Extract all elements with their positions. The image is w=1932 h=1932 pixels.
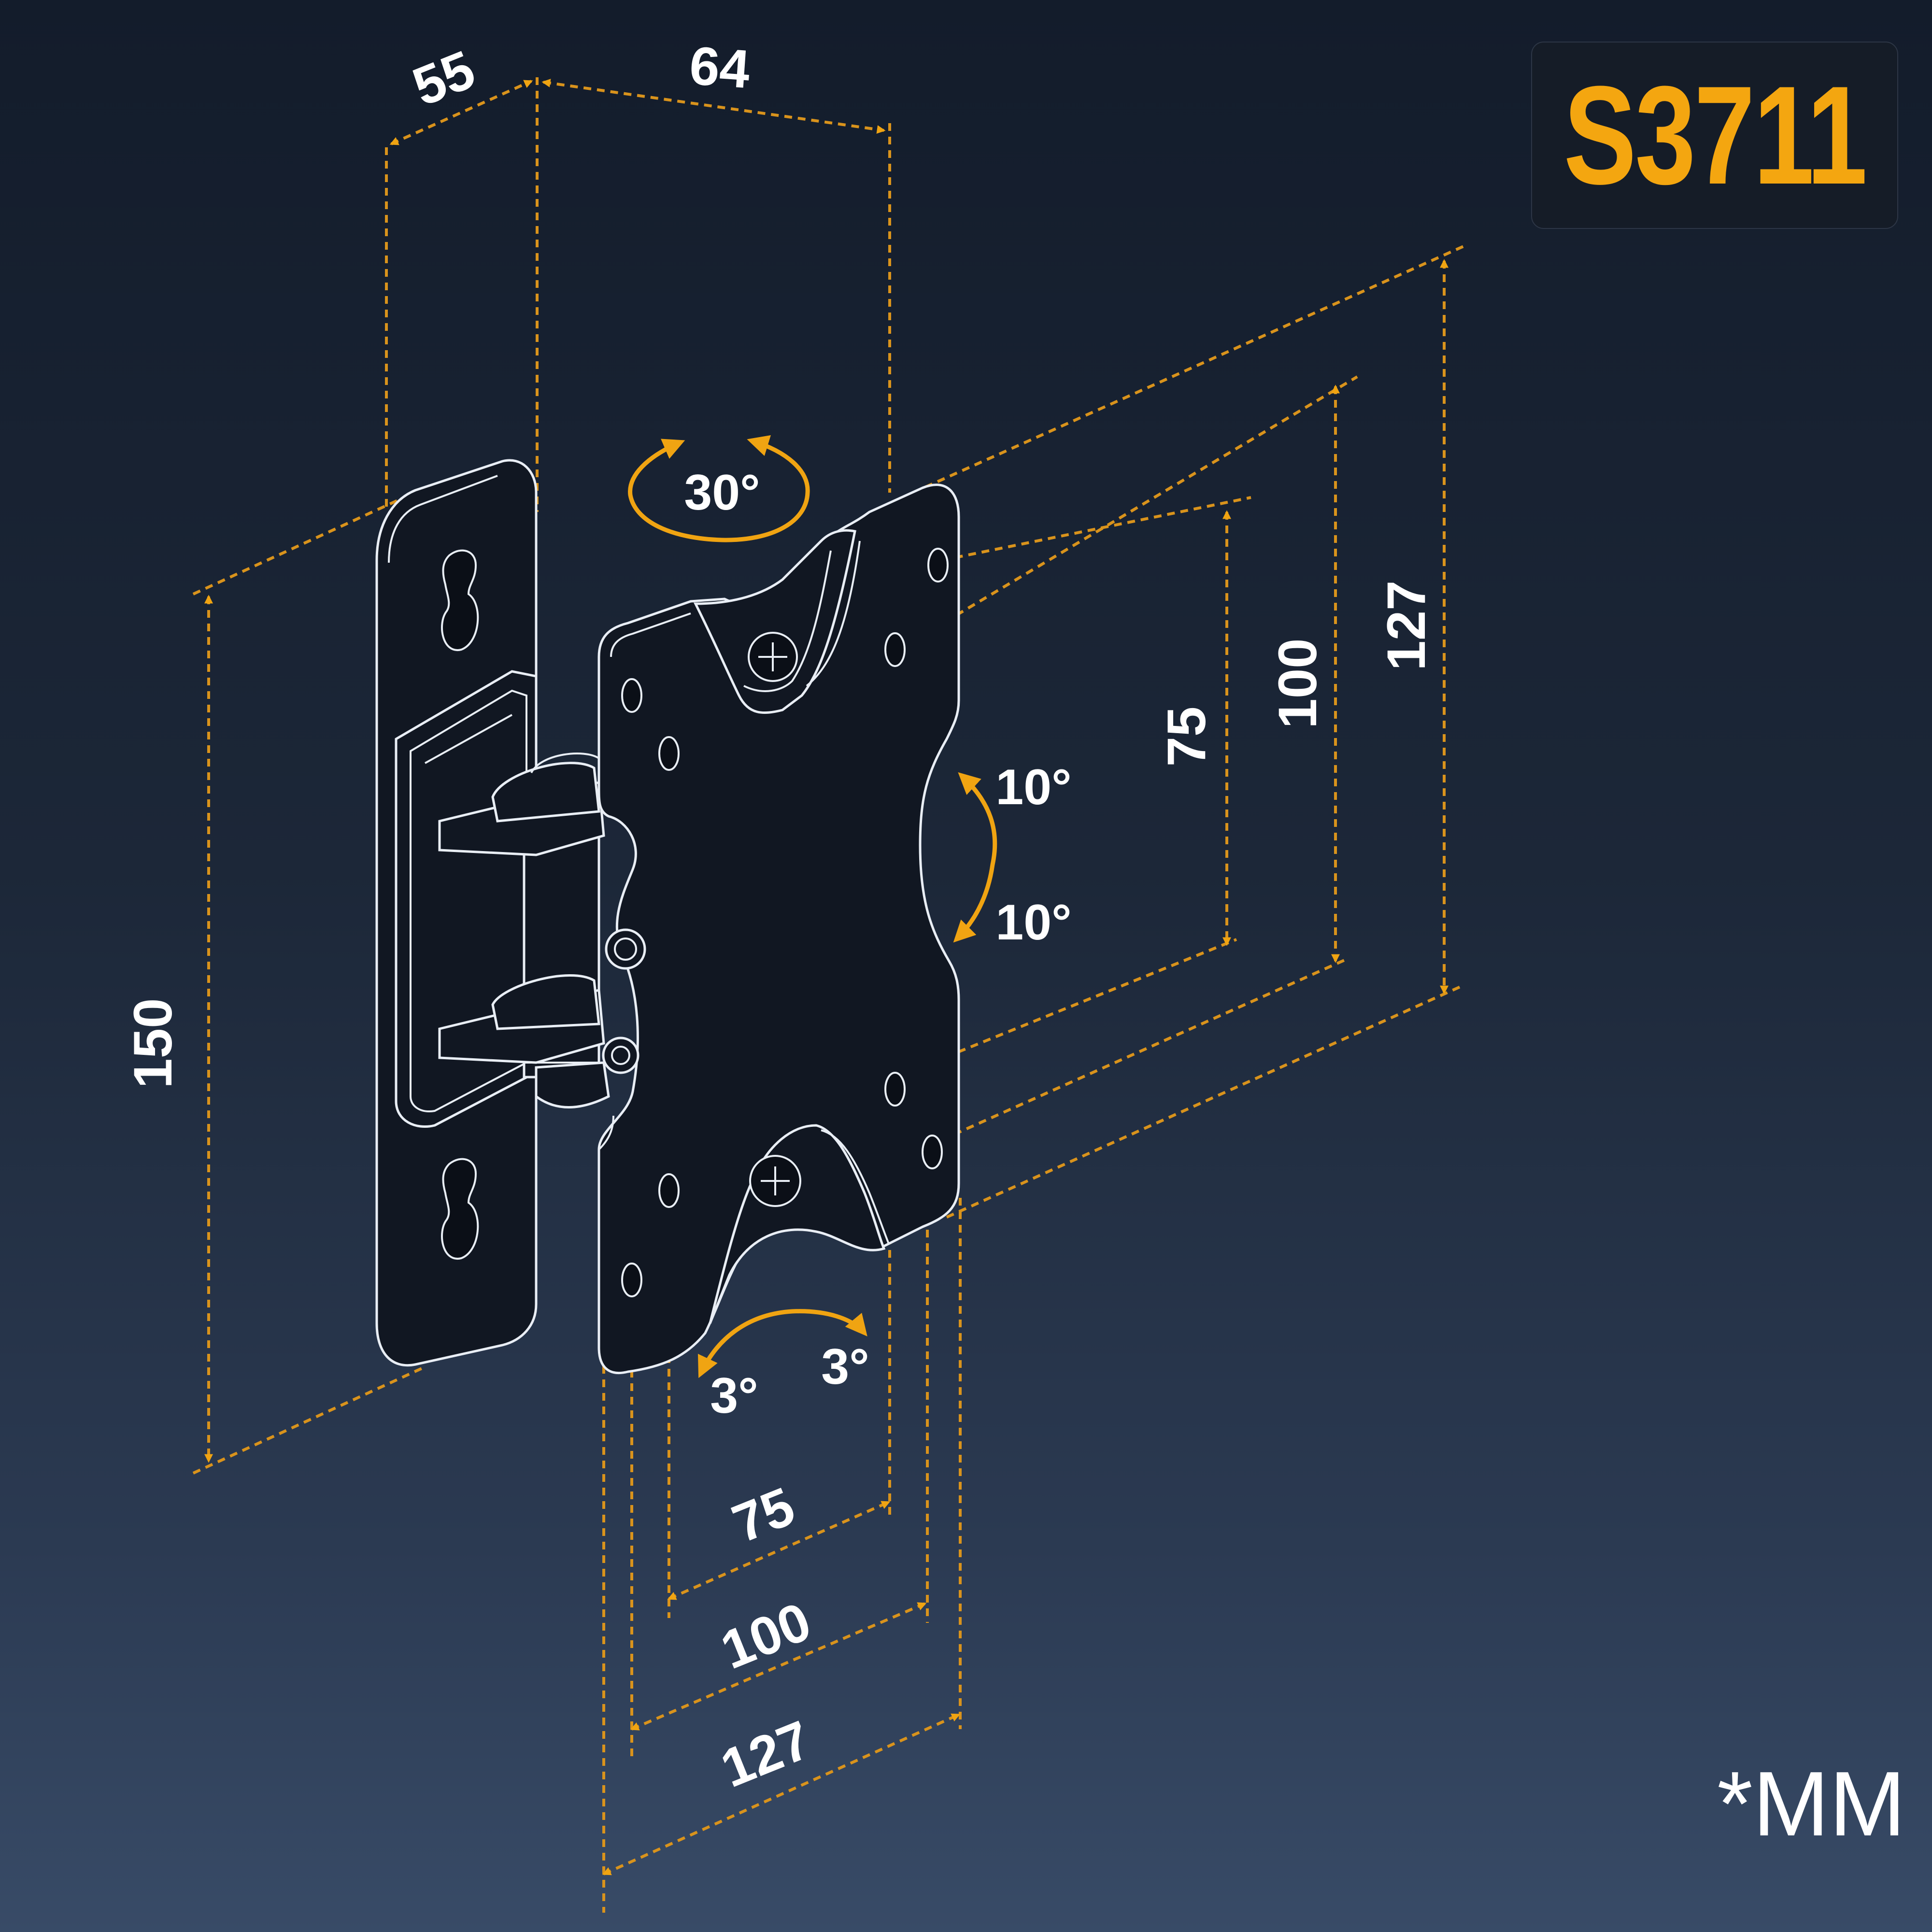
dimension-arrows bbox=[204, 79, 1449, 1875]
dim-label-55: 55 bbox=[405, 39, 483, 117]
vesa-mounting-holes bbox=[621, 548, 949, 1297]
dim-label-h75: 75 bbox=[724, 1476, 802, 1554]
tilt-up-angle-label: 10° bbox=[995, 759, 1071, 815]
hinge-lower-flange bbox=[438, 974, 605, 1064]
keyhole-slot-bottom bbox=[441, 1158, 479, 1260]
model-badge: S3711 bbox=[1531, 42, 1898, 229]
rotate-right-angle-label: 3° bbox=[821, 1339, 869, 1395]
upper-tilt-bracket bbox=[693, 529, 861, 714]
tilt-indicator bbox=[953, 772, 997, 943]
hinge-upper-flange bbox=[438, 753, 605, 856]
dim-label-v127: 127 bbox=[1376, 581, 1436, 671]
dim-label-v75: 75 bbox=[1156, 707, 1217, 767]
dim-label-v100: 100 bbox=[1267, 639, 1328, 729]
dim-label-h100: 100 bbox=[713, 1591, 819, 1680]
lower-tilt-bracket bbox=[709, 1124, 890, 1324]
dim-label-150: 150 bbox=[123, 998, 183, 1089]
dim-arrow-55 bbox=[389, 80, 533, 145]
swivel-angle-label: 30° bbox=[684, 465, 760, 521]
tilt-down-angle-label: 10° bbox=[995, 895, 1071, 951]
dim-arrow-64 bbox=[541, 79, 886, 134]
vesa-plate bbox=[597, 483, 960, 1375]
dim-arrow-h127 bbox=[602, 1713, 961, 1875]
dim-label-64: 64 bbox=[688, 35, 752, 99]
rotation-indicator bbox=[697, 1309, 867, 1378]
swivel-indicator bbox=[628, 435, 810, 542]
hinge-arm bbox=[395, 670, 610, 1128]
pivot-bolt bbox=[602, 928, 646, 1074]
keyhole-slot-top bbox=[441, 549, 479, 651]
rotate-left-angle-label: 3° bbox=[710, 1368, 758, 1424]
model-number: S3711 bbox=[1563, 57, 1867, 213]
units-note: *MM bbox=[1717, 1753, 1906, 1855]
